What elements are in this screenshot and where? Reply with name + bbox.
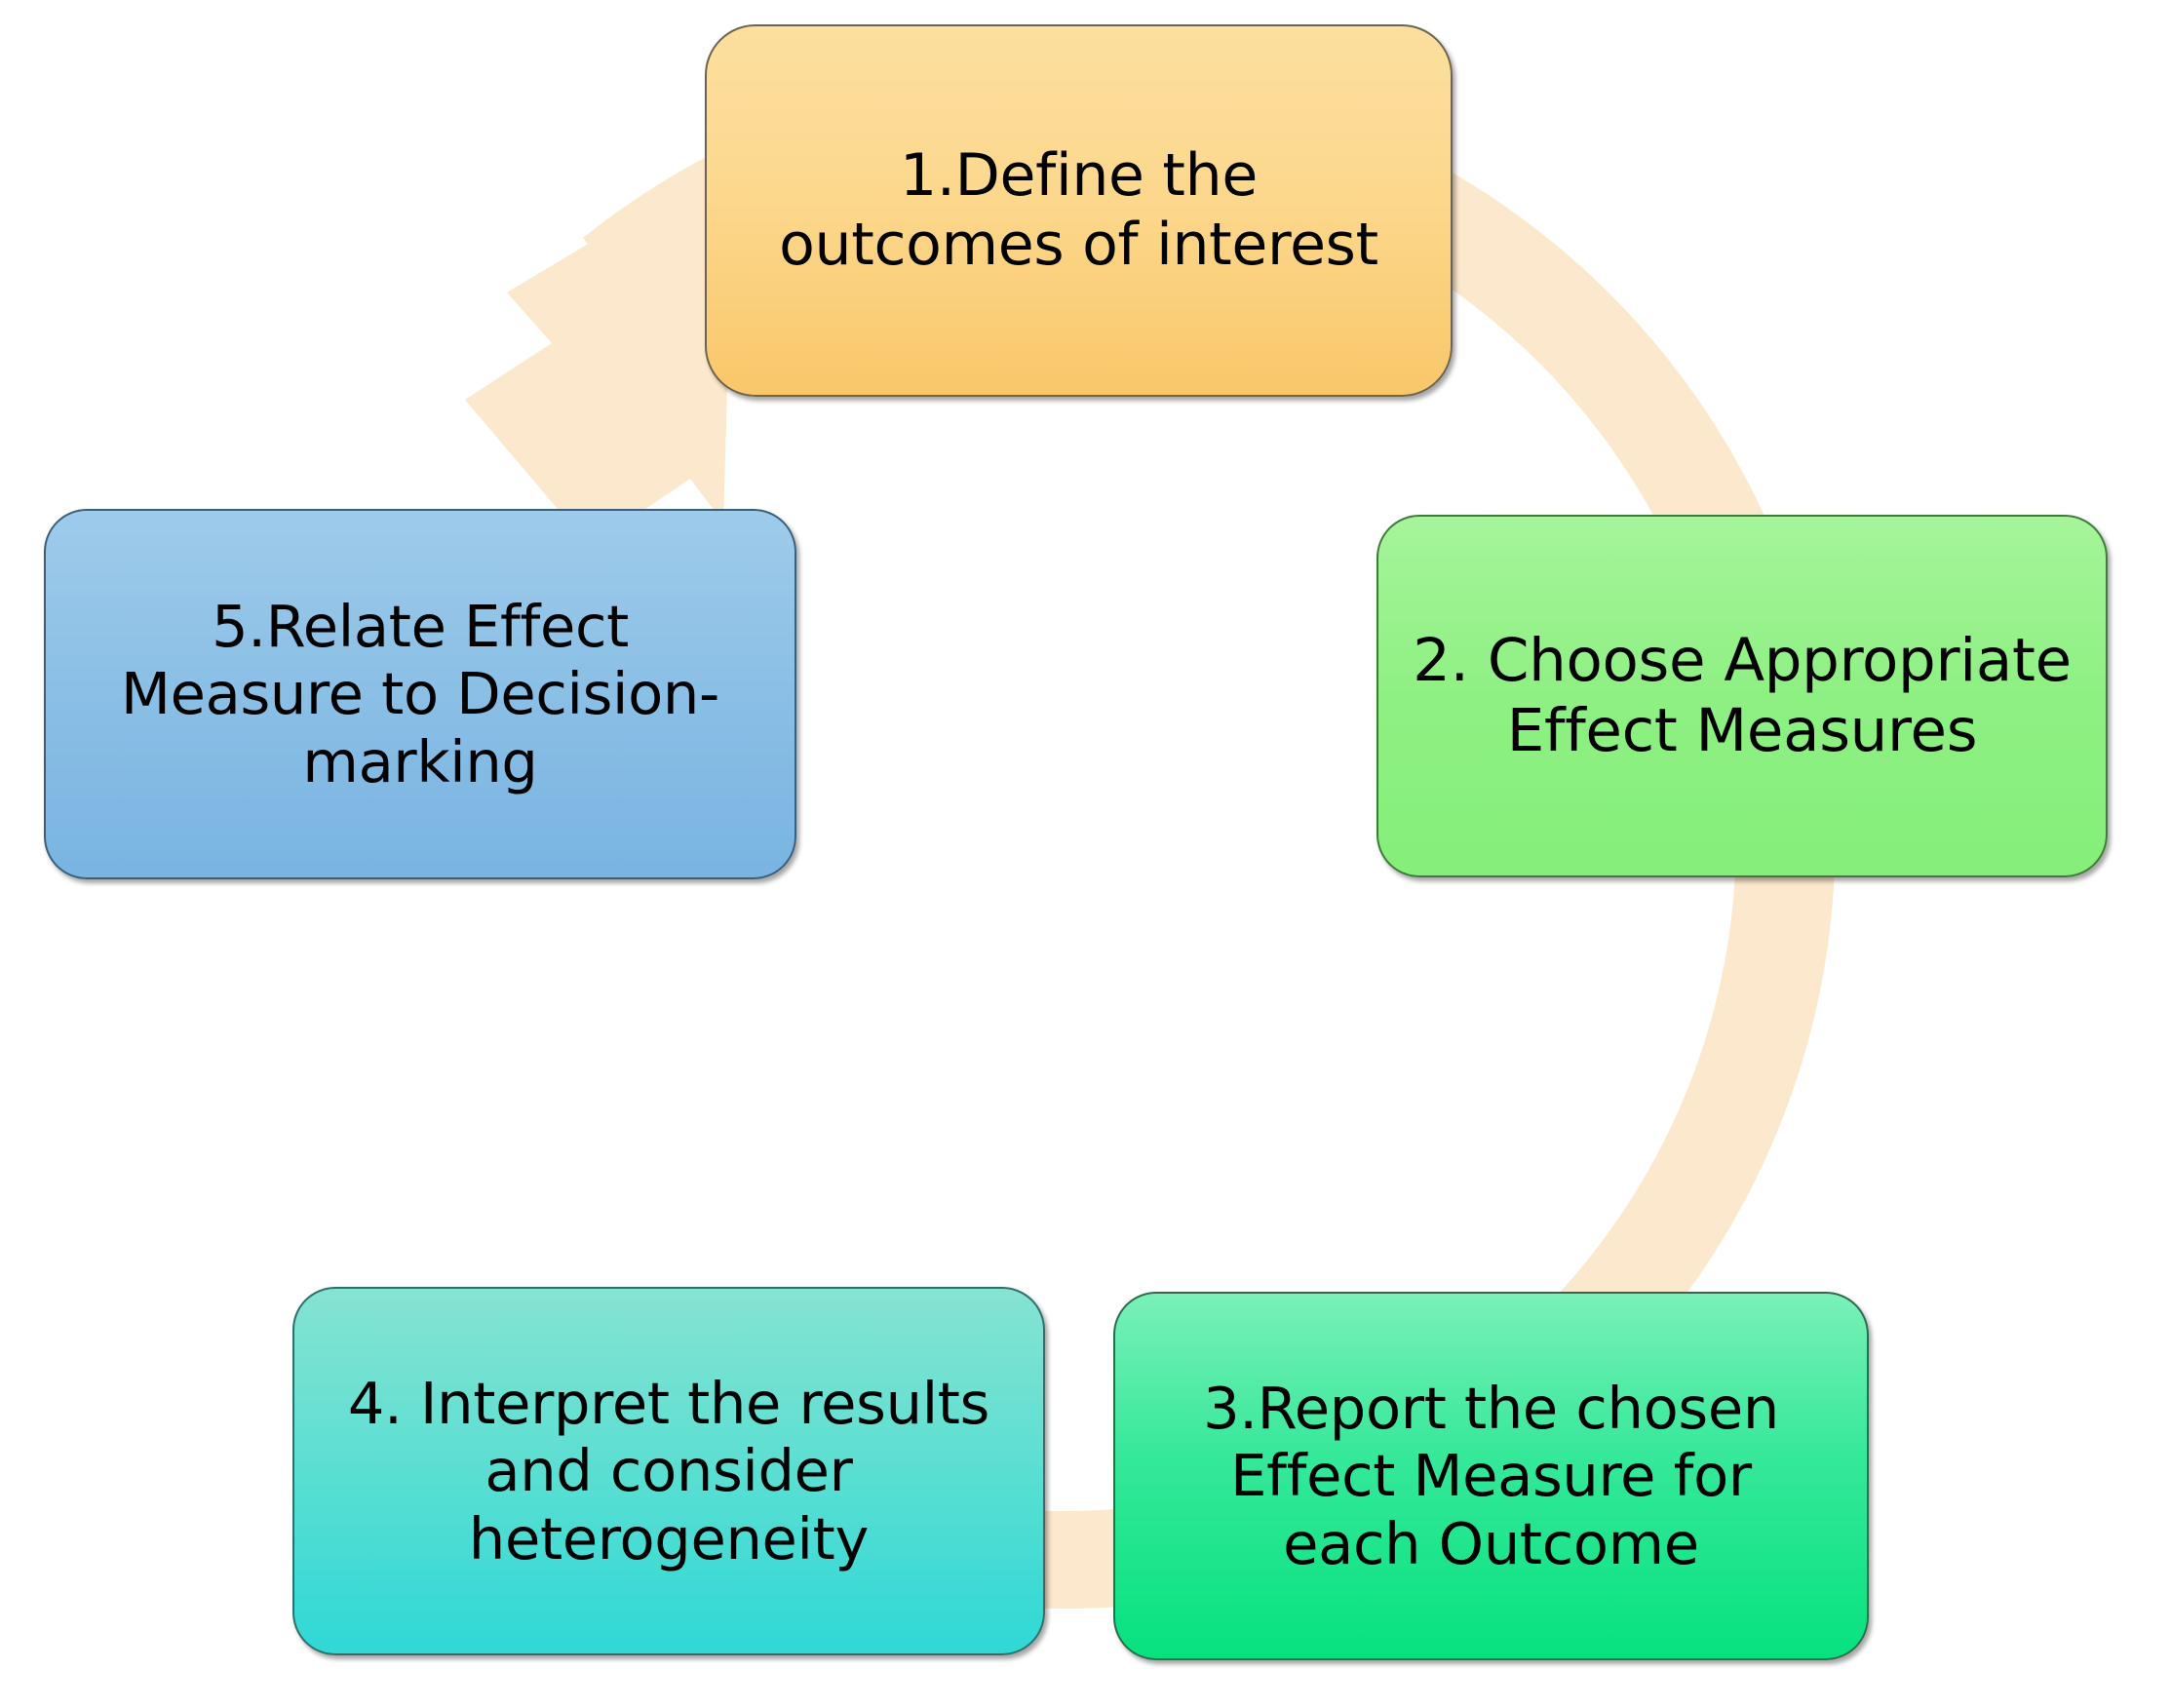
step-4-label: 4. Interpret the results and consider he… — [347, 1369, 990, 1572]
step-4-interpret-results[interactable]: 4. Interpret the results and consider he… — [292, 1287, 1045, 1655]
step-5-relate-to-decision-making[interactable]: 5.Relate Effect Measure to Decision- mar… — [44, 509, 796, 879]
step-5-label: 5.Relate Effect Measure to Decision- mar… — [121, 592, 719, 796]
step-2-label: 2. Choose Appropriate Effect Measures — [1413, 626, 2072, 765]
step-1-define-outcomes[interactable]: 1.Define the outcomes of interest — [705, 24, 1453, 397]
step-3-report-effect-measure[interactable]: 3.Report the chosen Effect Measure for e… — [1113, 1292, 1869, 1660]
ring-arrowhead — [465, 191, 729, 547]
step-2-choose-effect-measures[interactable]: 2. Choose Appropriate Effect Measures — [1376, 515, 2108, 877]
step-3-label: 3.Report the chosen Effect Measure for e… — [1203, 1374, 1779, 1577]
step-1-label: 1.Define the outcomes of interest — [779, 141, 1378, 279]
